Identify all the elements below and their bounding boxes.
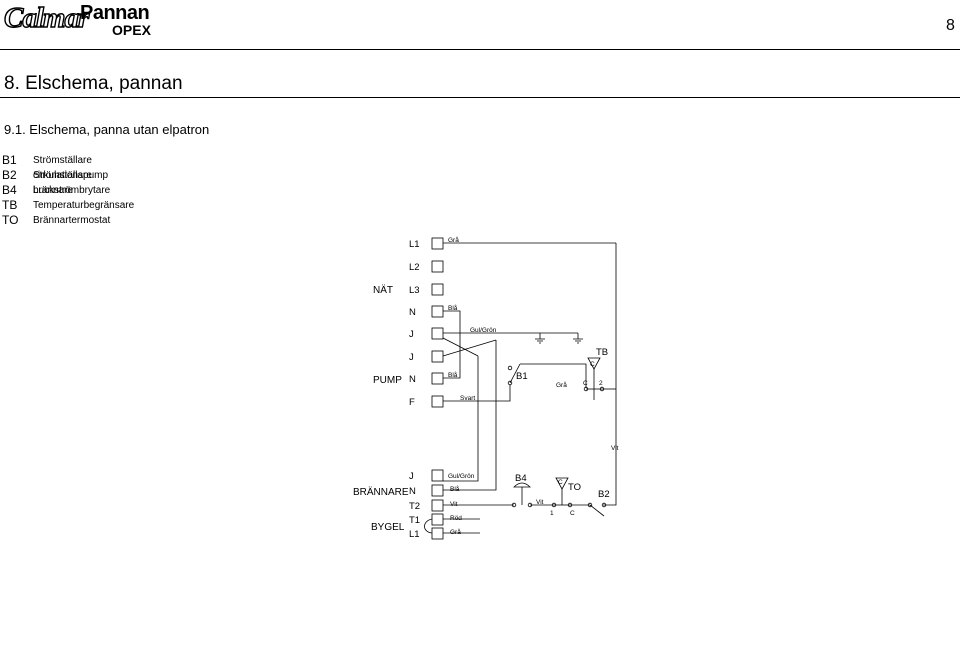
wire-pe-burner (443, 356, 479, 482)
wire-label: Vit (536, 499, 544, 506)
header-divider (0, 49, 960, 50)
terminal-label: L1 (409, 529, 420, 540)
legend-description: Strömställare brännare (33, 170, 92, 196)
terminal-label: T1 (409, 515, 420, 526)
wire-label: Blå (450, 485, 460, 493)
component-label-b1: B1 (516, 371, 528, 382)
brand-name: Pannan (80, 2, 150, 24)
terminal-block (431, 499, 444, 512)
wire-label: Gul/Grön (470, 327, 497, 334)
terminal-block (431, 395, 444, 408)
wire-vit-right (603, 243, 617, 506)
terminal-label: N (409, 374, 416, 385)
terminal-label: L1 (409, 239, 420, 250)
contact-label: 2 (599, 380, 603, 387)
terminal-block (431, 305, 444, 318)
component-label-b4: B4 (515, 473, 527, 484)
earth-symbol (573, 333, 583, 344)
group-label-bygel: BYGEL (371, 522, 405, 533)
b2-lever (589, 504, 605, 517)
b2-contact (587, 502, 593, 508)
wire-label: Blå (448, 304, 458, 312)
terminal-block (431, 327, 444, 340)
component-label-to-c: C (558, 479, 563, 486)
subsection-title: 9.1. Elschema, panna utan elpatron (4, 122, 210, 137)
wire-label: Svart (460, 395, 475, 402)
component-label-b2: B2 (598, 489, 610, 500)
terminal-block (431, 283, 444, 296)
component-label-tb: TB (596, 347, 608, 358)
terminal-label: L2 (409, 262, 420, 273)
terminal-label: N (409, 486, 416, 497)
brand-logo-calmar: Calmar (3, 1, 90, 34)
wire-label: Grå (556, 381, 567, 389)
b1-contact (507, 380, 513, 386)
terminal-block (431, 372, 444, 385)
to-symbol (555, 477, 569, 490)
brand-model: OPEX (112, 22, 151, 38)
component-label-to: TO (568, 482, 581, 493)
contact-label: 1 (550, 510, 554, 517)
terminal-label: J (409, 471, 414, 482)
legend-code: TB (2, 198, 18, 212)
legend-code: B2 (2, 168, 17, 182)
legend-description: Brännartermostat (33, 215, 111, 226)
legend-description: Strömställare cirkulationspump (33, 155, 109, 181)
b1-lever (509, 363, 521, 384)
terminal-block (431, 527, 444, 540)
legend-description: Temperaturbegränsare (33, 200, 135, 211)
wire-j-cross (442, 339, 497, 357)
legend-description: Luckströmbrytare (33, 185, 111, 196)
bygel-jumper (424, 518, 433, 534)
group-label-nat: NÄT (373, 284, 393, 296)
wire-n-burner (443, 340, 497, 491)
group-label-pump: PUMP (373, 375, 402, 386)
terminal-label: L3 (409, 285, 420, 296)
terminal-block (431, 484, 444, 497)
wire-j-cross (442, 337, 479, 357)
section-divider (0, 97, 960, 98)
component-label-tb-c: C (590, 361, 595, 368)
contact-label: C (570, 510, 575, 517)
section-title: 8. Elschema, pannan (4, 73, 183, 94)
wire-n (443, 310, 461, 379)
terminal-block (431, 469, 444, 482)
b4-symbol (513, 482, 531, 488)
wire-label: Blå (448, 371, 458, 379)
legend-code: B4 (2, 183, 17, 197)
tb-symbol (587, 357, 601, 370)
terminal-block (431, 513, 444, 526)
earth-symbol (535, 333, 545, 344)
wire-b1-tb (520, 363, 587, 388)
terminal-label: N (409, 307, 416, 318)
wire-label: Grå (450, 528, 461, 536)
page-number: 8 (946, 17, 955, 34)
terminal-label: J (409, 329, 414, 340)
wire-label: Gul/Grön (448, 473, 475, 480)
wire-label: Vit (450, 501, 458, 508)
b4-contact (511, 502, 517, 508)
contact-label: C (583, 380, 588, 387)
terminal-label: J (409, 352, 414, 363)
b2-contact (601, 502, 607, 508)
terminal-block (431, 260, 444, 273)
wire-label: Röd (450, 515, 462, 522)
wire-label: Grå (448, 236, 459, 244)
group-label-brannare: BRÄNNARE (353, 486, 409, 498)
terminal-label: T2 (409, 501, 420, 512)
wire-f (443, 385, 511, 402)
legend-code: TO (2, 213, 19, 227)
terminal-block (431, 237, 444, 250)
wire-label: Vit (611, 445, 619, 452)
b1-contact (507, 365, 513, 371)
legend-code: B1 (2, 153, 17, 167)
terminal-label: F (409, 397, 415, 408)
terminal-block (431, 350, 444, 363)
